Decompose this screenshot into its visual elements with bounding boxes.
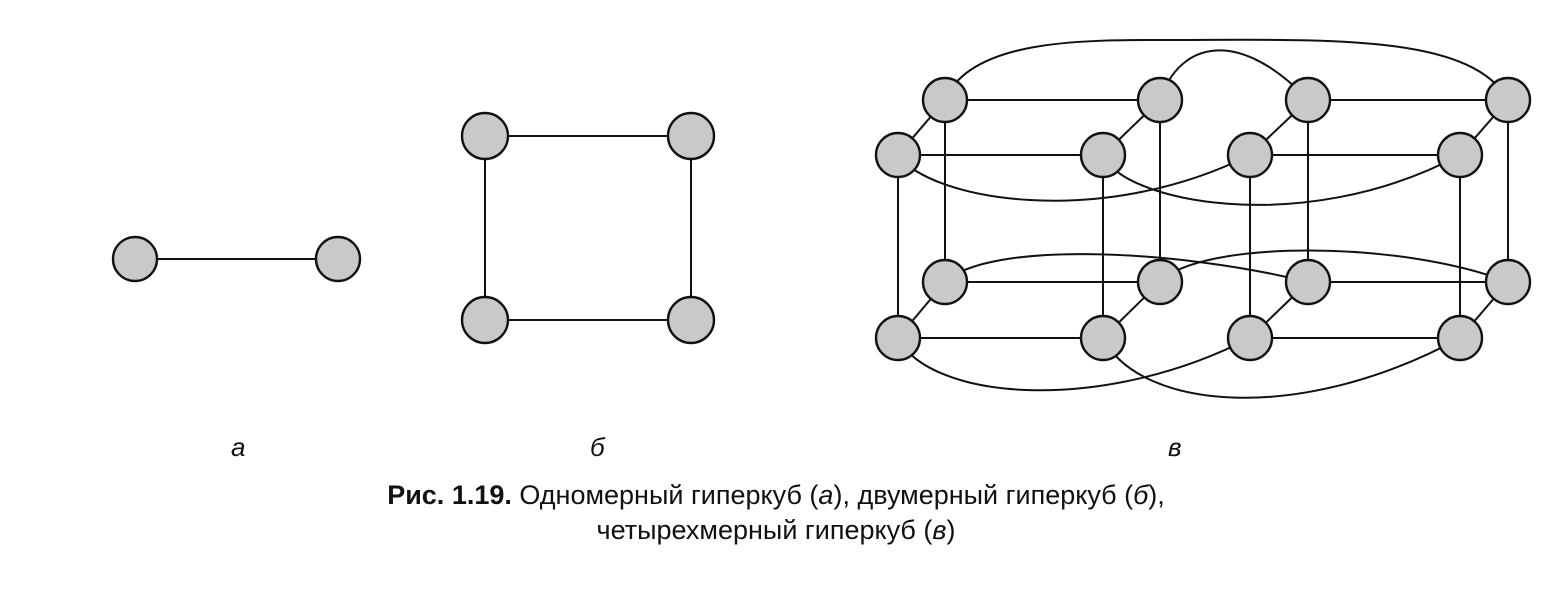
node <box>1136 258 1184 306</box>
node <box>1136 76 1184 124</box>
node <box>1436 131 1484 179</box>
node <box>460 111 510 161</box>
caption-ref-b: б <box>1133 480 1149 510</box>
label-c: в <box>1168 432 1182 462</box>
node <box>874 314 922 362</box>
caption-text: Одномерный гиперкуб ( <box>511 480 819 510</box>
caption-line-1: Рис. 1.19. Одномерный гиперкуб (а), двум… <box>0 478 1552 513</box>
caption-text: четырехмерный гиперкуб ( <box>596 515 933 545</box>
hypercube-1d <box>111 235 362 283</box>
node <box>1484 258 1532 306</box>
edge <box>897 337 1251 392</box>
node <box>874 131 922 179</box>
hypercube-2d <box>460 111 716 345</box>
node <box>1079 131 1127 179</box>
node <box>111 235 159 283</box>
node <box>1284 258 1332 306</box>
label-a: а <box>231 432 246 462</box>
node <box>1284 76 1332 124</box>
caption-text: ), двумерный гиперкуб ( <box>833 480 1134 510</box>
node <box>666 111 716 161</box>
edge <box>1102 337 1461 399</box>
hypercube-4d <box>874 38 1532 399</box>
edge <box>1102 154 1461 206</box>
label-b: б <box>590 432 605 462</box>
caption-ref-c: в <box>932 515 947 545</box>
caption-text: ), <box>1148 480 1165 510</box>
edge <box>1159 249 1509 283</box>
edge <box>1159 49 1309 101</box>
node <box>921 258 969 306</box>
node <box>1436 314 1484 362</box>
figure-number: Рис. 1.19. <box>387 480 512 510</box>
edge <box>897 154 1251 202</box>
caption-ref-a: а <box>818 480 834 510</box>
caption-text: ) <box>946 515 956 545</box>
node <box>314 235 362 283</box>
node <box>460 295 510 345</box>
caption-line-2: четырехмерный гиперкуб (в) <box>0 513 1552 548</box>
node <box>666 295 716 345</box>
node <box>921 76 969 124</box>
node <box>1484 76 1532 124</box>
node <box>1226 131 1274 179</box>
edge <box>944 38 1509 101</box>
figure-caption: Рис. 1.19. Одномерный гиперкуб (а), двум… <box>0 478 1552 548</box>
node <box>1226 314 1274 362</box>
node <box>1079 314 1127 362</box>
edge <box>944 253 1309 283</box>
